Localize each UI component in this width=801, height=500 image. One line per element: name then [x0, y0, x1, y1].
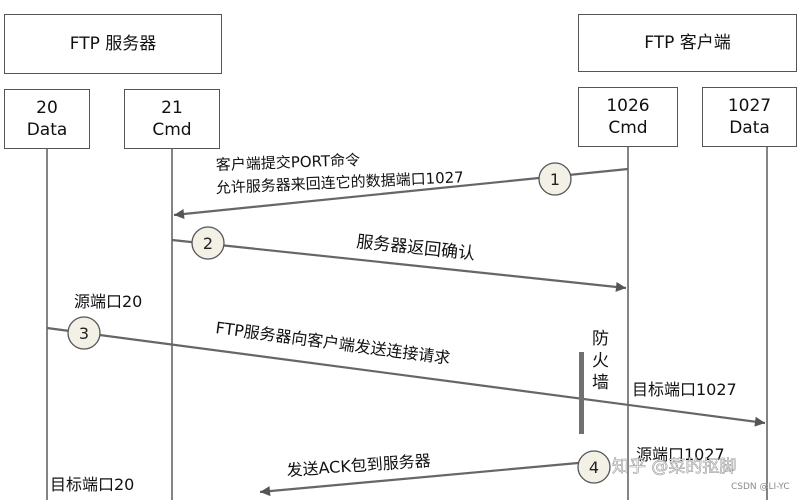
csdn-watermark: CSDN @LI-YC: [731, 482, 790, 492]
port-name: Cmd: [152, 120, 192, 140]
step-1-badge: 1: [538, 162, 572, 196]
step-4-dest-port: 目标端口20: [50, 475, 134, 494]
port-name: Data: [26, 120, 68, 140]
port-number: 21: [161, 97, 183, 118]
step-number: 2: [203, 234, 213, 253]
step-2-badge: 2: [191, 226, 225, 260]
arrow-step-4: [259, 459, 601, 497]
step-number: 1: [550, 170, 560, 189]
step-3-dest-port: 目标端口1027: [632, 380, 737, 399]
step-3-badge: 3: [67, 316, 101, 350]
port-name: Cmd: [608, 118, 648, 138]
step-4-badge: 4: [577, 450, 611, 484]
port-box-1027: 1027 Data: [702, 87, 797, 147]
step-3-label: FTP服务器向客户端发送连接请求: [214, 318, 451, 368]
arrow-step-2: [171, 238, 627, 292]
port-box-1026: 1026 Cmd: [578, 87, 678, 147]
arrow-step-3: [46, 326, 766, 427]
firewall-char: 火: [592, 351, 609, 371]
port-box-21: 21 Cmd: [124, 89, 220, 149]
port-number: 20: [36, 97, 58, 118]
firewall-char: 防: [592, 329, 609, 349]
step-number: 4: [589, 458, 599, 477]
port-box-20: 20 Data: [4, 89, 90, 149]
port-number: 1026: [606, 95, 650, 116]
firewall-char: 墙: [592, 373, 609, 393]
ftp-server-title: FTP 服务器: [69, 33, 157, 54]
ftp-client-title: FTP 客户端: [644, 32, 731, 53]
step-4-source-port: 源端口1027: [636, 445, 725, 464]
step-2-label: 服务器返回确认: [355, 232, 475, 264]
port-number: 1027: [727, 95, 772, 116]
step-number: 3: [79, 324, 89, 343]
port-name: Data: [729, 118, 770, 138]
step-4-label: 发送ACK包到服务器: [286, 451, 431, 480]
ftp-client-box: FTP 客户端: [578, 14, 797, 72]
step-1-label-line-1: 客户端提交PORT命令: [216, 151, 361, 174]
ftp-server-box: FTP 服务器: [4, 14, 222, 74]
step-3-source-port: 源端口20: [74, 292, 142, 311]
firewall-bar: [579, 352, 584, 434]
zhihu-watermark: 知乎 @菜的抠脚: [612, 457, 736, 477]
